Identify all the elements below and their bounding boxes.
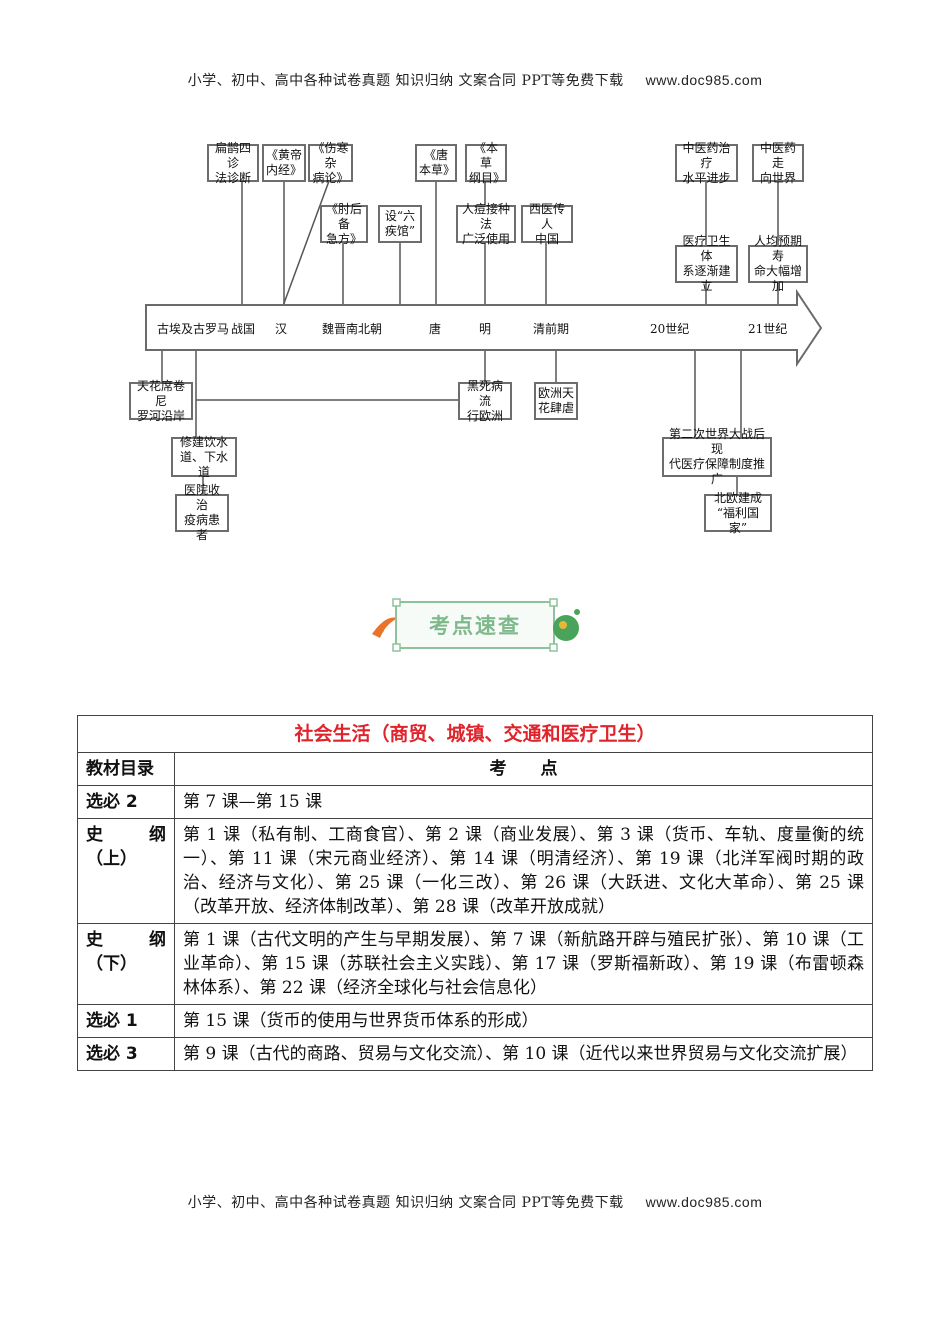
footer-site: www.doc985.com [645,1194,763,1210]
era-label: 古罗马 [193,322,230,336]
timeline-box: 第二次世界大战后现 代医疗保障制度推广 [662,427,772,486]
era-label: 战国 [231,322,256,336]
table-title: 社会生活（商贸、城镇、交通和医疗卫生） [77,715,873,753]
era-label: 清前期 [533,322,570,336]
timeline-box: 北欧建成 “福利国家” [704,491,772,535]
era-label: 唐 [429,322,442,336]
timeline-box: 扁鹊四诊 法诊断 [207,141,259,185]
section-badge: 考点速查 [395,601,555,649]
timeline-box: 中医药治疗 水平进步 [675,141,738,185]
table-header-row: 教材目录 考点 [77,752,873,786]
timeline-box: 医疗卫生体 系逐渐建立 [675,234,738,293]
timeline-box: 《黄帝 内经》 [262,144,306,182]
table-row: 选必 3 第 9 课（古代的商路、贸易与文化交流）、第 10 课（近代以来世界贸… [77,1037,873,1071]
knowledge-table: 社会生活（商贸、城镇、交通和医疗卫生） 教材目录 考点 选必 2 第 7 课—第… [77,715,873,1071]
row-label: 史 纲 （下） [77,923,175,1005]
row-label: 选必 1 [77,1004,175,1038]
era-label: 汉 [275,322,288,336]
label-part: 纲 [149,930,166,950]
badge-label: 考点速查 [429,614,521,638]
table-row: 史 纲 （上） 第 1 课（私有制、工商食官）、第 2 课（商业发展）、第 3 课… [77,818,873,924]
column-header: 教材目录 [77,752,175,786]
header-site: www.doc985.com [645,72,763,88]
timeline-box: 《唐 本草》 [415,144,457,182]
timeline-box: 西医传人 中国 [521,202,573,246]
page-footer: 小学、初中、高中各种试卷真题 知识归纳 文案合同 PPT等免费下载 www.doc… [0,1192,950,1212]
table-row: 选必 2 第 7 课—第 15 课 [77,785,873,819]
row-content: 第 7 课—第 15 课 [174,785,873,819]
page-header: 小学、初中、高中各种试卷真题 知识归纳 文案合同 PPT等免费下载 www.doc… [0,70,950,90]
row-label: 选必 2 [77,785,175,819]
era-label: 21世纪 [748,322,788,336]
label-part: （下） [86,954,137,974]
era-label: 古埃及 [157,322,194,336]
row-label: 史 纲 （上） [77,818,175,924]
timeline-diagram [145,180,823,494]
label-part: （上） [86,849,137,869]
row-content: 第 1 课（古代文明的产生与早期发展）、第 7 课（新航路开辟与殖民扩张）、第 … [174,923,873,1005]
row-label: 选必 3 [77,1037,175,1071]
label-part: 纲 [149,825,166,845]
footer-text: 小学、初中、高中各种试卷真题 知识归纳 文案合同 PPT等免费下载 [187,1195,624,1211]
timeline-box: 人均预期寿 命大幅增加 [748,234,808,293]
timeline-arrow [145,288,823,368]
timeline-box: 欧洲天 花肆虐 [534,382,578,420]
row-content: 第 9 课（古代的商路、贸易与文化交流）、第 10 课（近代以来世界贸易与文化交… [174,1037,873,1071]
label-part: 史 [86,930,103,950]
table-row: 史 纲 （下） 第 1 课（古代文明的产生与早期发展）、第 7 课（新航路开辟与殖… [77,923,873,1005]
timeline-box: 中医药走 向世界 [752,141,804,185]
era-label: 魏晋南北朝 [322,322,383,336]
timeline-box: 人痘接种法 广泛使用 [456,202,516,246]
row-content: 第 1 课（私有制、工商食官）、第 2 课（商业发展）、第 3 课（货币、车轨、… [174,818,873,924]
column-header: 考点 [174,752,873,786]
timeline-box: 黑死病流 行欧洲 [458,379,512,423]
era-label: 20世纪 [650,322,690,336]
timeline-box: 医院收治 疫病患者 [175,483,229,542]
timeline-box: 修建饮水 道、下水道 [171,435,237,479]
era-label: 明 [479,322,492,336]
timeline-box: 《肘后备 急方》 [320,202,368,246]
timeline-box: 设“六 疾馆” [378,205,422,243]
timeline-box: 天花席卷尼 罗河沿岸 [129,379,193,423]
table-row: 选必 1 第 15 课（货币的使用与世界货币体系的形成） [77,1004,873,1038]
timeline-box: 《伤寒杂 病论》 [308,141,353,185]
badge-decoration [372,598,580,652]
label-part: 史 [86,825,103,845]
row-content: 第 15 课（货币的使用与世界货币体系的形成） [174,1004,873,1038]
header-text: 小学、初中、高中各种试卷真题 知识归纳 文案合同 PPT等免费下载 [187,73,624,89]
header-char: 点 [540,759,558,779]
header-char: 考 [489,759,507,779]
timeline-box: 《本草 纲目》 [465,141,507,185]
